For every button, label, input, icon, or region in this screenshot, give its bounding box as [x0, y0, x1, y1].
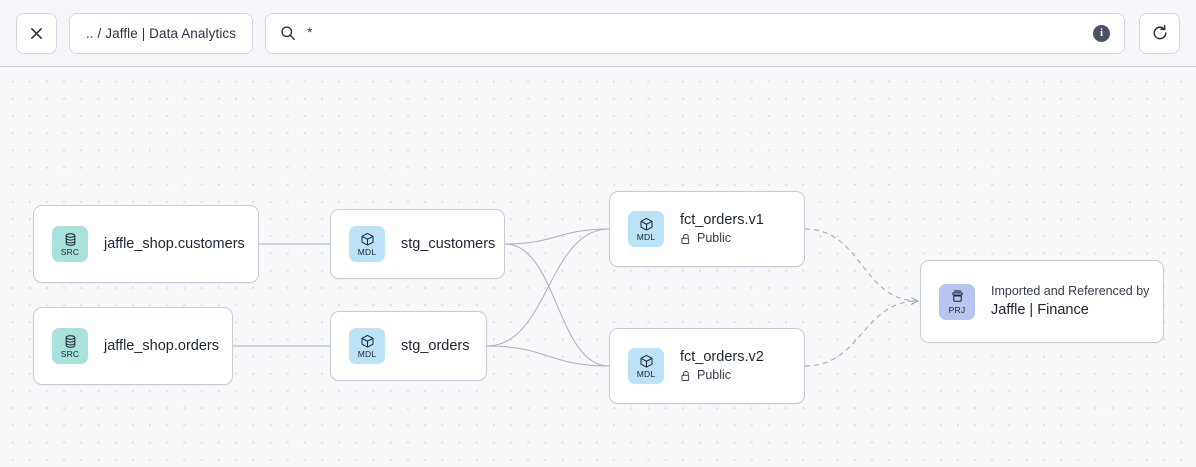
- node-visibility: Public: [680, 231, 764, 247]
- badge-src: SRC: [52, 328, 88, 364]
- node-text: jaffle_shop.customers: [104, 235, 259, 253]
- node-title: jaffle_shop.customers: [104, 235, 245, 252]
- node-visibility: Public: [680, 368, 764, 384]
- node-title: fct_orders.v2: [680, 349, 764, 366]
- node-text: stg_customers: [401, 235, 509, 253]
- search-input[interactable]: *: [307, 25, 313, 41]
- node-title: Jaffle | Finance: [991, 302, 1089, 319]
- node-text: Imported and Referenced by Jaffle | Fina…: [991, 284, 1163, 320]
- node-visibility-label: Public: [697, 231, 732, 246]
- badge-mdl: MDL: [349, 226, 385, 262]
- project-icon: [951, 290, 963, 302]
- database-icon: [65, 232, 75, 246]
- node-caption: Imported and Referenced by: [991, 283, 1150, 298]
- node-text: fct_orders.v1 Public: [680, 211, 778, 247]
- close-icon: [31, 27, 42, 39]
- node-title: stg_orders: [401, 337, 470, 354]
- node-title: jaffle_shop.orders: [104, 337, 220, 354]
- node-mdl-stg-customers[interactable]: MDL stg_customers: [330, 209, 505, 279]
- cube-icon: [640, 354, 652, 368]
- unlock-icon: [681, 370, 690, 382]
- node-text: fct_orders.v2 Public: [680, 348, 778, 384]
- edge-fctv2-project: [804, 301, 918, 367]
- unlock-icon: [681, 233, 690, 245]
- node-visibility-label: Public: [697, 368, 732, 383]
- badge-label: PRJ: [948, 304, 966, 315]
- refresh-button[interactable]: [1139, 12, 1180, 54]
- close-button[interactable]: [16, 12, 57, 54]
- badge-label: MDL: [357, 349, 377, 359]
- badge-label: SRC: [60, 247, 80, 257]
- search-icon: [281, 26, 296, 40]
- node-mdl-stg-orders[interactable]: MDL stg_orders: [330, 311, 487, 381]
- node-mdl-fct-orders-v1[interactable]: MDL fct_orders.v1 Public: [609, 191, 805, 267]
- cube-icon: [361, 232, 373, 246]
- breadcrumb-label: .. / Jaffle | Data Analytics: [86, 25, 237, 41]
- edge-stgord-fctv2: [486, 345, 610, 367]
- lineage-canvas[interactable]: SRC jaffle_shop.customers SRC jaffle_sho…: [0, 67, 1196, 467]
- node-src-customers[interactable]: SRC jaffle_shop.customers: [33, 205, 259, 283]
- cube-icon: [640, 217, 652, 231]
- badge-mdl: MDL: [349, 328, 385, 364]
- badge-label: SRC: [60, 349, 80, 359]
- badge-mdl: MDL: [628, 211, 664, 247]
- info-circle-icon[interactable]: i: [1093, 24, 1110, 42]
- badge-label: MDL: [636, 232, 656, 242]
- node-src-orders[interactable]: SRC jaffle_shop.orders: [33, 307, 233, 385]
- badge-label: MDL: [636, 369, 656, 379]
- node-text: stg_orders: [401, 337, 484, 355]
- edge-stgcust-fctv2: [504, 243, 610, 367]
- database-icon: [65, 334, 75, 348]
- top-toolbar: .. / Jaffle | Data Analytics * i: [0, 0, 1196, 67]
- node-mdl-fct-orders-v2[interactable]: MDL fct_orders.v2 Public: [609, 328, 805, 404]
- node-title: stg_customers: [401, 235, 496, 252]
- node-prj-jaffle-finance[interactable]: PRJ Imported and Referenced by Jaffle | …: [920, 260, 1164, 343]
- cube-icon: [361, 334, 373, 348]
- badge-mdl: MDL: [628, 348, 664, 384]
- search-bar[interactable]: * i: [265, 12, 1125, 54]
- refresh-icon: [1152, 24, 1167, 40]
- edge-stgcust-fctv1: [504, 228, 610, 245]
- node-title: fct_orders.v1: [680, 212, 764, 229]
- breadcrumb-button[interactable]: .. / Jaffle | Data Analytics: [69, 12, 254, 54]
- node-text: jaffle_shop.orders: [104, 337, 233, 355]
- badge-label: MDL: [357, 247, 377, 257]
- badge-prj: PRJ: [939, 283, 975, 320]
- edge-fctv1-project: [804, 228, 918, 301]
- badge-src: SRC: [52, 226, 88, 262]
